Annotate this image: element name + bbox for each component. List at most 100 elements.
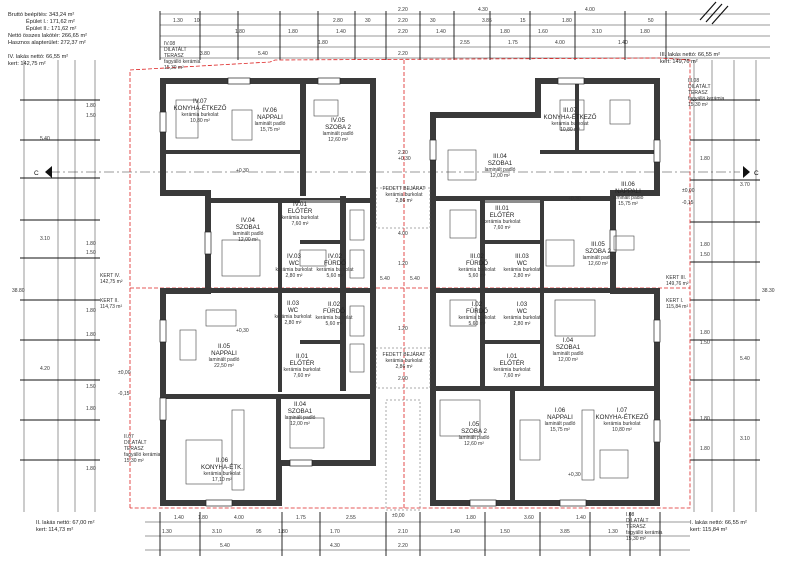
dim-label: 2.00 — [398, 376, 408, 382]
room-name: KONYHA-ÉTK. — [201, 464, 243, 471]
room-iii-03: III.03 WC kerámia burkolat 2,80 m² — [504, 253, 542, 279]
entrance-bottom-area: 2,86 m² — [396, 364, 413, 370]
level-mark: +0,30 — [568, 472, 581, 478]
level-mark: +0,30 — [236, 328, 249, 334]
room-area: 15,75 m² — [260, 127, 280, 133]
room-floor: kerámia burkolat — [276, 267, 314, 273]
dim-label: 3.85 — [560, 529, 570, 535]
room-area: 10,80 m² — [190, 118, 210, 124]
entrance-bottom-floor: kerámia burkolat — [386, 358, 424, 364]
dim-label: 1.50 — [86, 384, 96, 390]
dim-label: 1.60 — [538, 29, 548, 35]
header-line-3: Épület II.: 171,62 m² — [26, 25, 77, 32]
room-area: 12,00 m² — [490, 173, 510, 179]
dim-label: 30 — [430, 18, 436, 24]
room-id: III.06 — [621, 181, 635, 188]
room-area: 7,60 m² — [494, 225, 511, 231]
garden-i-name: KERT I. — [666, 298, 683, 304]
room-area: 10,80 m² — [612, 427, 632, 433]
room-iii-02: III.02 FÜRDŐ kerámia burkolat 5,60 m² — [459, 253, 497, 279]
room-ii-02: II.02 FÜRDŐ kerámia burkolat 5,60 m² — [316, 301, 354, 327]
room-id: III.02 — [470, 253, 484, 260]
garden-iii-name: KERT III. — [666, 275, 686, 281]
dim-label: 1.80 — [700, 156, 710, 162]
terrace-i-area: 15,30 m² — [626, 536, 646, 542]
room-id: IV.02 — [328, 253, 342, 260]
room-iv-04: IV.04 SZOBA1 laminált padló 12,00 m² — [233, 217, 264, 243]
room-floor: laminált padló — [209, 357, 240, 363]
dim-label: 38.80 — [12, 288, 25, 294]
terrace-ii-floor: fagyálló kerámia — [124, 452, 161, 458]
dim-label: 1.80 — [700, 330, 710, 336]
room-id: III.01 — [495, 205, 509, 212]
room-iii-06: III.06 NAPPALI laminált padló 15,75 m² — [613, 181, 644, 207]
dim-label: 4.00 — [555, 40, 565, 46]
room-area: 5,60 m² — [327, 273, 344, 279]
level-mark: -0,15 — [682, 200, 694, 206]
dim-label: 1.80 — [86, 406, 96, 412]
room-floor: kerámia burkolat — [494, 367, 532, 373]
dim-label: 4.00 — [585, 7, 595, 13]
dim-label: 1.50 — [500, 529, 510, 535]
dim-label: 1.40 — [576, 515, 586, 521]
apt-iii-net: III. lakás nettó: 66,55 m² — [660, 52, 720, 58]
dim-label: 1.80 — [86, 466, 96, 472]
dim-label: 5.40 — [740, 356, 750, 362]
room-area: 12,00 m² — [238, 237, 258, 243]
room-name: SZOBA1 — [236, 224, 261, 231]
room-iv-02: IV.02 FÜRDŐ kerámia burkolat 5,60 m² — [317, 253, 355, 279]
terrace-iii-id: III.08 — [688, 78, 699, 84]
dim-label: 2.20 — [398, 51, 408, 57]
dim-label: 2.55 — [346, 515, 356, 521]
apt-iv-net: IV. lakás nettó: 66,55 m² — [8, 54, 68, 60]
room-name: WC — [517, 260, 528, 267]
dim-label: 1.80 — [700, 242, 710, 248]
level-marks: +0,30 +0,30 +0,30 +0,30 +0,30 ±0,00 ±0,0… — [118, 156, 695, 519]
room-area: 2,80 m² — [514, 321, 531, 327]
header-line-4: Nettó összes lakótér: 266,65 m² — [8, 33, 87, 39]
apt-iv-garden: kert: 142,75 m² — [8, 61, 46, 67]
dim-label: 5.40 — [258, 51, 268, 57]
room-name: SZOBA1 — [288, 408, 313, 415]
room-id: I.02 — [472, 301, 483, 308]
room-name: NAPPALI — [257, 114, 283, 121]
room-floor: laminált padló — [545, 421, 576, 427]
dim-label: 3.10 — [740, 436, 750, 442]
header-line-2: Épület I.: 171,62 m² — [26, 18, 75, 25]
furniture — [175, 99, 635, 491]
dim-label: 1.80 — [700, 416, 710, 422]
dim-label: 2.55 — [460, 40, 470, 46]
room-floor: laminált padló — [459, 435, 490, 441]
dim-label: 5.40 — [40, 136, 50, 142]
dim-label: 2.20 — [398, 29, 408, 35]
terrace-ii-type: TERASZ — [124, 446, 144, 452]
dim-label: 2.80 — [333, 18, 343, 24]
room-id: IV.01 — [293, 201, 307, 208]
room-floor: laminált padló — [485, 167, 516, 173]
dim-label: 4.30 — [478, 7, 488, 13]
room-id: II.01 — [296, 353, 309, 360]
room-id: IV.05 — [331, 117, 345, 124]
terrace-iv-name: DILATÁLT — [164, 46, 187, 53]
terrace-ii-name: DILATÁLT — [124, 439, 147, 446]
entrance-top-name: FEDETT BEJÁRAT — [383, 185, 426, 192]
room-id: III.05 — [591, 241, 605, 248]
dim-label: 4.30 — [330, 543, 340, 549]
dim-label: 1.80 — [86, 241, 96, 247]
room-id: II.02 — [328, 301, 341, 308]
room-area: 10,80 m² — [560, 127, 580, 133]
room-id: II.06 — [216, 457, 229, 464]
room-id: I.05 — [469, 421, 480, 428]
room-iii-05: III.05 SZOBA 2 laminált padló 12,60 m² — [583, 241, 614, 267]
dim-label: 1.20 — [398, 261, 408, 267]
dim-label: 10 — [194, 18, 200, 24]
room-floor: laminált padló — [255, 121, 286, 127]
entrance-top-floor: kerámia burkolat — [386, 192, 424, 198]
dim-label: 1.40 — [450, 529, 460, 535]
room-name: FÜRDŐ — [466, 308, 488, 315]
room-floor: kerámia burkolat — [504, 267, 542, 273]
dim-label: 1.40 — [436, 29, 446, 35]
room-area: 2,80 m² — [285, 320, 302, 326]
dim-label: 1.70 — [330, 529, 340, 535]
room-name: NAPPALI — [547, 414, 573, 421]
